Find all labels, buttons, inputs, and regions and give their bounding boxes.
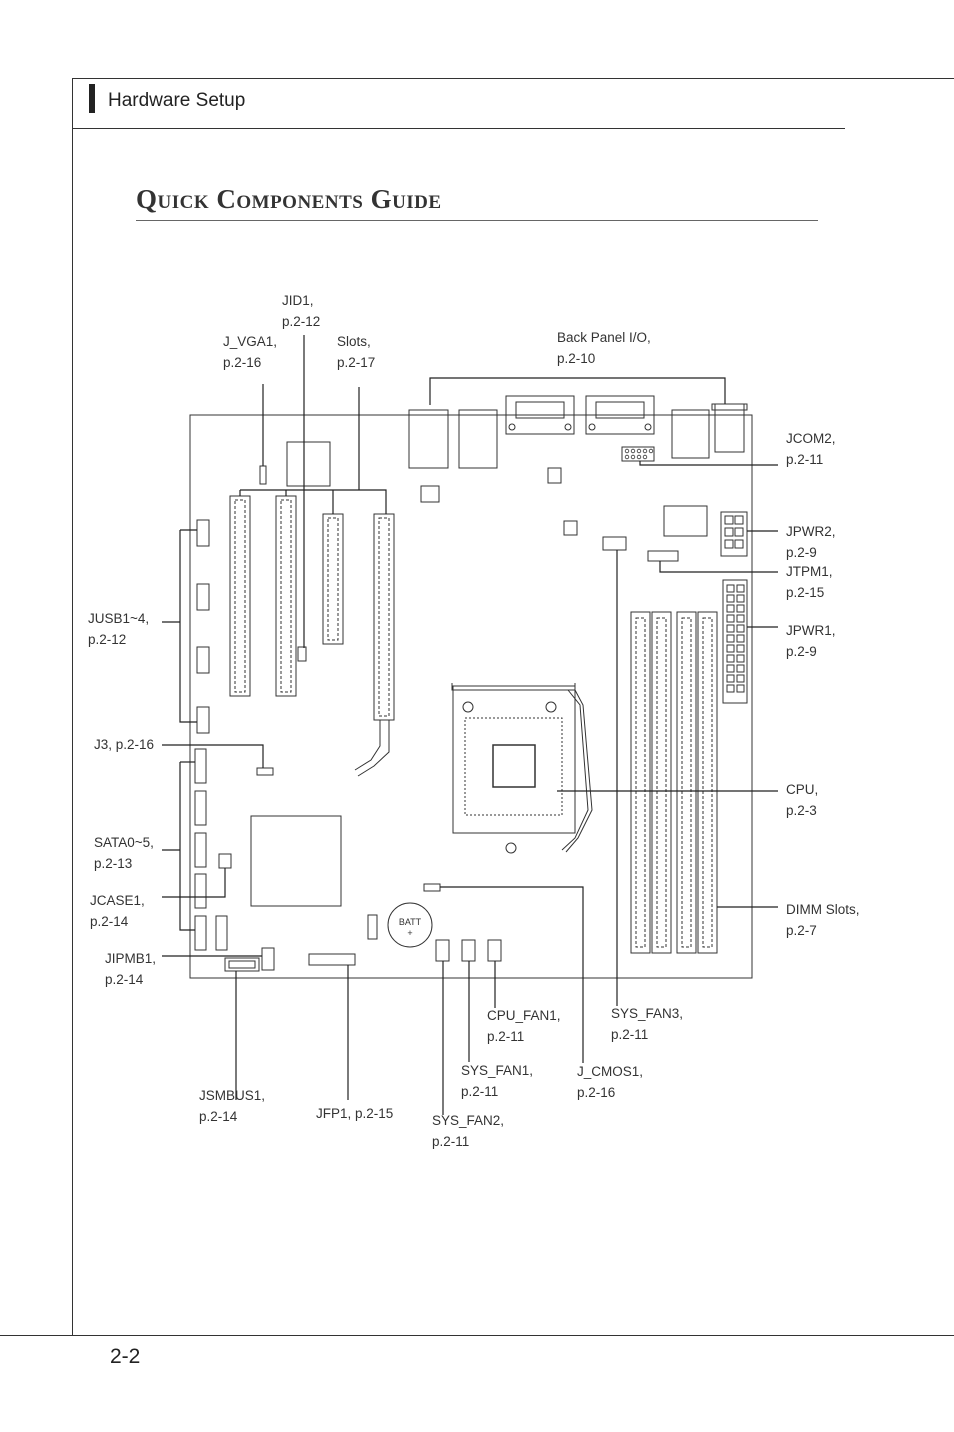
footer-rule [0, 1335, 954, 1336]
dimm-slot-1 [630, 611, 651, 954]
pci-slot-2 [275, 495, 297, 697]
callout-sys-fan1: SYS_FAN1,p.2-11 [461, 1063, 534, 1099]
callout-sys-fan2: SYS_FAN2,p.2-11 [432, 1113, 505, 1149]
cpu-socket [452, 685, 576, 834]
callout-cpu-fan1: CPU_FAN1,p.2-11 [487, 1008, 561, 1044]
page-title: Quick Components Guide [136, 184, 442, 214]
sys-fan1-header [461, 939, 476, 962]
sys-fan2-header [435, 939, 450, 962]
battery-sign: + [407, 928, 412, 938]
callout-sys-fan3: SYS_FAN3,p.2-11 [611, 1006, 684, 1042]
callout-j3: J3, p.2-16 [94, 737, 155, 752]
header-top-rule [72, 78, 954, 79]
callout-sata: SATA0~5,p.2-13 [94, 835, 154, 871]
callout-jcase1: JCASE1,p.2-14 [90, 893, 145, 929]
board-outline [189, 414, 753, 979]
callout-jcmos1: J_CMOS1,p.2-16 [577, 1064, 644, 1100]
callout-jsmbus1: JSMBUS1,p.2-14 [199, 1088, 266, 1124]
callout-jid1: JID1,p.2-12 [282, 293, 321, 329]
callout-jvga1: J_VGA1,p.2-16 [223, 334, 278, 370]
io-serial-connector [585, 395, 655, 435]
dimm-slot-3 [676, 611, 697, 954]
callout-dimm-slots: DIMM Slots,p.2-7 [786, 902, 860, 938]
page-left-rule [72, 78, 73, 1336]
header-bottom-rule [72, 128, 845, 129]
battery-label: BATT [399, 917, 422, 927]
pcie-slot-4 [373, 513, 395, 721]
page-number: 2-2 [110, 1345, 141, 1368]
callout-jipmb1: JIPMB1,p.2-14 [105, 951, 157, 987]
title-rule [136, 220, 818, 221]
io-port-2 [458, 409, 498, 469]
io-port-6 [714, 403, 745, 453]
callout-jfp1: JFP1, p.2-15 [316, 1106, 394, 1121]
callout-slots: Slots,p.2-17 [337, 334, 376, 370]
callout-cpu: CPU,p.2-3 [786, 782, 819, 818]
io-vga-connector [505, 395, 575, 435]
pcie-slot-3 [322, 513, 344, 645]
callout-back-panel-io: Back Panel I/O,p.2-10 [557, 330, 651, 366]
pch-chip [250, 815, 342, 907]
callout-jcom2: JCOM2,p.2-11 [786, 431, 836, 467]
battery [387, 902, 433, 948]
callout-jtpm1: JTPM1,p.2-15 [786, 564, 833, 600]
callout-jusb: JUSB1~4,p.2-12 [88, 611, 150, 647]
cpu-fan1-header [487, 939, 502, 962]
callout-jpwr1: JPWR1,p.2-9 [786, 623, 836, 659]
section-header: Hardware Setup [108, 90, 246, 111]
io-port-5 [671, 409, 710, 459]
dimm-slot-4 [697, 611, 718, 954]
io-port-1 [408, 409, 449, 469]
dimm-slot-2 [651, 611, 672, 954]
pci-slot-1 [229, 495, 251, 697]
header-bar [89, 84, 95, 113]
callout-jpwr2: JPWR2,p.2-9 [786, 524, 836, 560]
